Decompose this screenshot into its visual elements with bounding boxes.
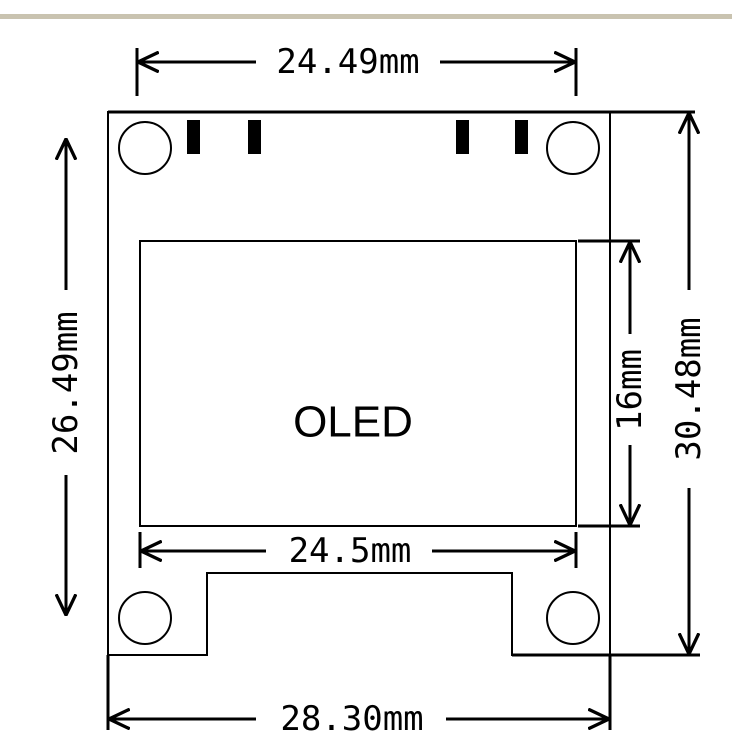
header-bar (0, 14, 732, 19)
mounting-hole-bottom-right (546, 591, 600, 645)
dim-label-screen-height: 16mm (610, 349, 650, 431)
dim-label-left-height: 26.49mm (46, 311, 86, 454)
mounting-hole-bottom-left (118, 591, 172, 645)
dim-label-board-height: 30.48mm (669, 317, 709, 460)
oled-screen-label: OLED (293, 398, 413, 447)
dim-label-top-hole-spacing: 24.49mm (276, 42, 419, 82)
board-outline (107, 111, 611, 656)
header-pin-4 (515, 120, 528, 154)
header-pin-1 (187, 120, 200, 154)
mounting-hole-top-right (546, 121, 600, 175)
dim-label-screen-width: 24.5mm (289, 531, 412, 571)
header-pin-3 (456, 120, 469, 154)
oled-screen-area (139, 240, 577, 527)
mounting-hole-top-left (118, 121, 172, 175)
dim-label-board-width: 28.30mm (280, 699, 423, 739)
header-pin-2 (248, 120, 261, 154)
